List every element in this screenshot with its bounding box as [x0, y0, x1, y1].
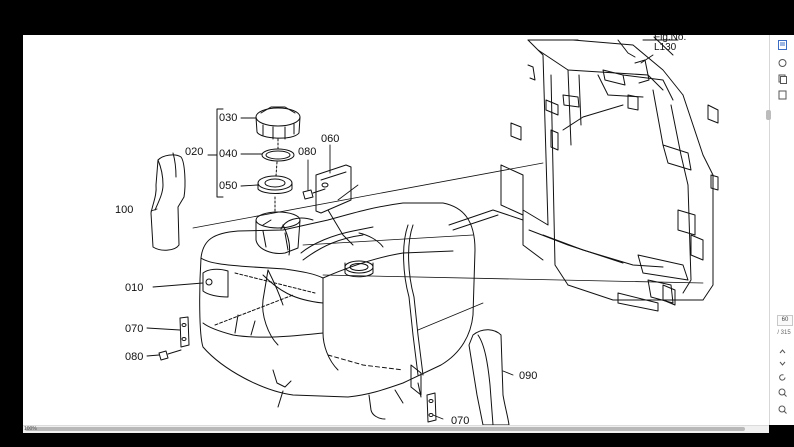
callout-070-left: 070 [125, 323, 144, 335]
frame-structure [448, 36, 719, 312]
callout-080-top: 080 [298, 146, 317, 158]
zoom-level: 100% [24, 426, 37, 432]
callout-080-left: 080 [125, 351, 144, 363]
callout-020: 020 [185, 146, 204, 158]
filler-cap [255, 106, 301, 140]
chevron-up-icon[interactable] [776, 345, 789, 357]
pdf-page: Fig.No. L130 030 020 040 050 060 080 100… [23, 35, 769, 425]
parts-diagram [146, 36, 719, 425]
tank-cover-100 [150, 152, 186, 251]
bolt-080-top [302, 188, 326, 200]
leader-lines [146, 54, 654, 420]
attachment-icon[interactable] [776, 57, 789, 69]
figure-ref-number: L130 [654, 42, 677, 53]
tank-cover-090 [468, 329, 510, 425]
callout-070-bottom: 070 [451, 415, 470, 426]
clamp-bracket-060 [315, 164, 354, 246]
layers-icon[interactable] [776, 73, 789, 85]
callout-050: 050 [219, 180, 238, 192]
gasket-040 [261, 148, 295, 162]
figure-ref-label: Fig.No. [654, 35, 687, 43]
page-total: / 315 [777, 330, 791, 336]
bookmark-icon[interactable] [776, 39, 789, 51]
zoom-out-icon[interactable] [776, 386, 789, 398]
figure-reference: Fig.No. L130 [654, 35, 686, 53]
callout-010: 010 [125, 282, 144, 294]
pages-icon[interactable] [776, 89, 789, 101]
callout-bracket [216, 108, 224, 198]
right-tool-rail [769, 35, 794, 425]
callout-040: 040 [219, 148, 238, 160]
vertical-scroll-thumb[interactable] [766, 110, 771, 120]
strainer-050 [257, 175, 293, 194]
callout-030: 030 [219, 112, 238, 124]
rotate-icon[interactable] [776, 371, 789, 383]
zoom-in-icon[interactable] [776, 403, 789, 415]
page-number-input[interactable]: 60 [777, 315, 793, 326]
bolt-080-left [158, 349, 182, 361]
horizontal-scroll-thumb[interactable] [25, 427, 745, 431]
fuel-tank [199, 202, 476, 420]
chevron-down-icon[interactable] [776, 357, 789, 369]
horizontal-scrollbar[interactable] [23, 425, 769, 433]
callout-090: 090 [519, 370, 538, 382]
callout-100: 100 [115, 204, 134, 216]
left-gutter [0, 35, 23, 425]
plate-070-bottom [426, 392, 437, 423]
callout-060: 060 [321, 133, 340, 145]
plate-070-left [179, 316, 190, 348]
